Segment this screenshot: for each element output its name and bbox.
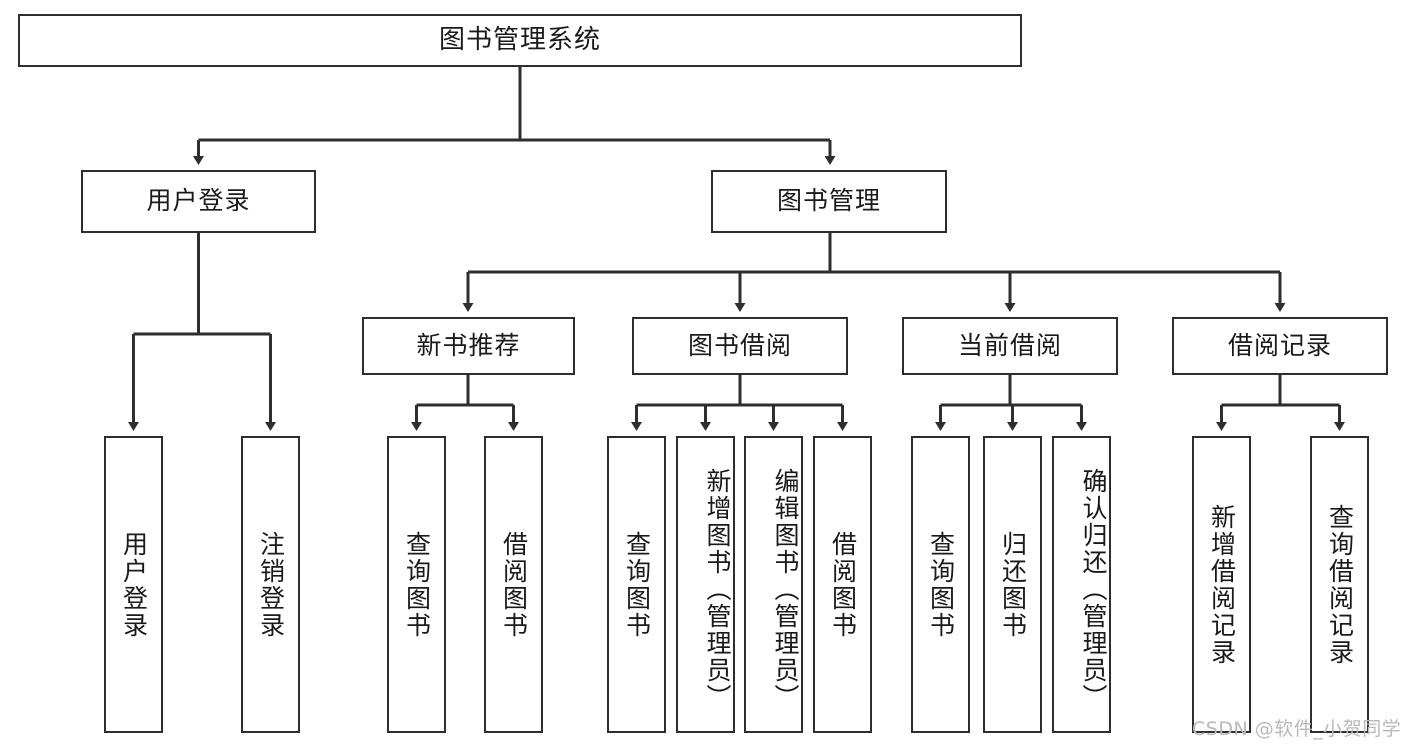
node-leaf-query-book-rec[interactable]: 查询图书 (387, 436, 446, 733)
node-leaf-user-logout[interactable]: 注销登录 (241, 436, 300, 733)
node-leaf-query-book-borrow[interactable]: 查询图书 (607, 436, 666, 733)
node-book-manage[interactable]: 图书管理 (711, 170, 947, 233)
node-borrow-record[interactable]: 借阅记录 (1172, 317, 1388, 375)
node-leaf-user-login[interactable]: 用户登录 (104, 436, 163, 733)
node-root[interactable]: 图书管理系统 (18, 14, 1022, 67)
node-leaf-confirm-return[interactable]: 确认归还（管理员） (1052, 436, 1111, 733)
node-leaf-return-book[interactable]: 归还图书 (983, 436, 1042, 733)
node-leaf-borrow-book[interactable]: 借阅图书 (813, 436, 872, 733)
node-leaf-add-book[interactable]: 新增图书（管理员） (676, 436, 735, 733)
node-leaf-add-record[interactable]: 新增借阅记录 (1192, 436, 1251, 733)
csdn-watermark: CSDN @软件_小贺同学 (1192, 718, 1402, 740)
node-leaf-query-book-current[interactable]: 查询图书 (911, 436, 970, 733)
node-leaf-borrow-book-rec[interactable]: 借阅图书 (484, 436, 543, 733)
node-leaf-query-record[interactable]: 查询借阅记录 (1310, 436, 1369, 733)
node-leaf-edit-book[interactable]: 编辑图书（管理员） (744, 436, 803, 733)
node-user-login[interactable]: 用户登录 (81, 170, 316, 233)
node-new-book-rec[interactable]: 新书推荐 (362, 317, 575, 375)
node-book-borrow[interactable]: 图书借阅 (632, 317, 848, 375)
node-current-borrow[interactable]: 当前借阅 (902, 317, 1118, 375)
